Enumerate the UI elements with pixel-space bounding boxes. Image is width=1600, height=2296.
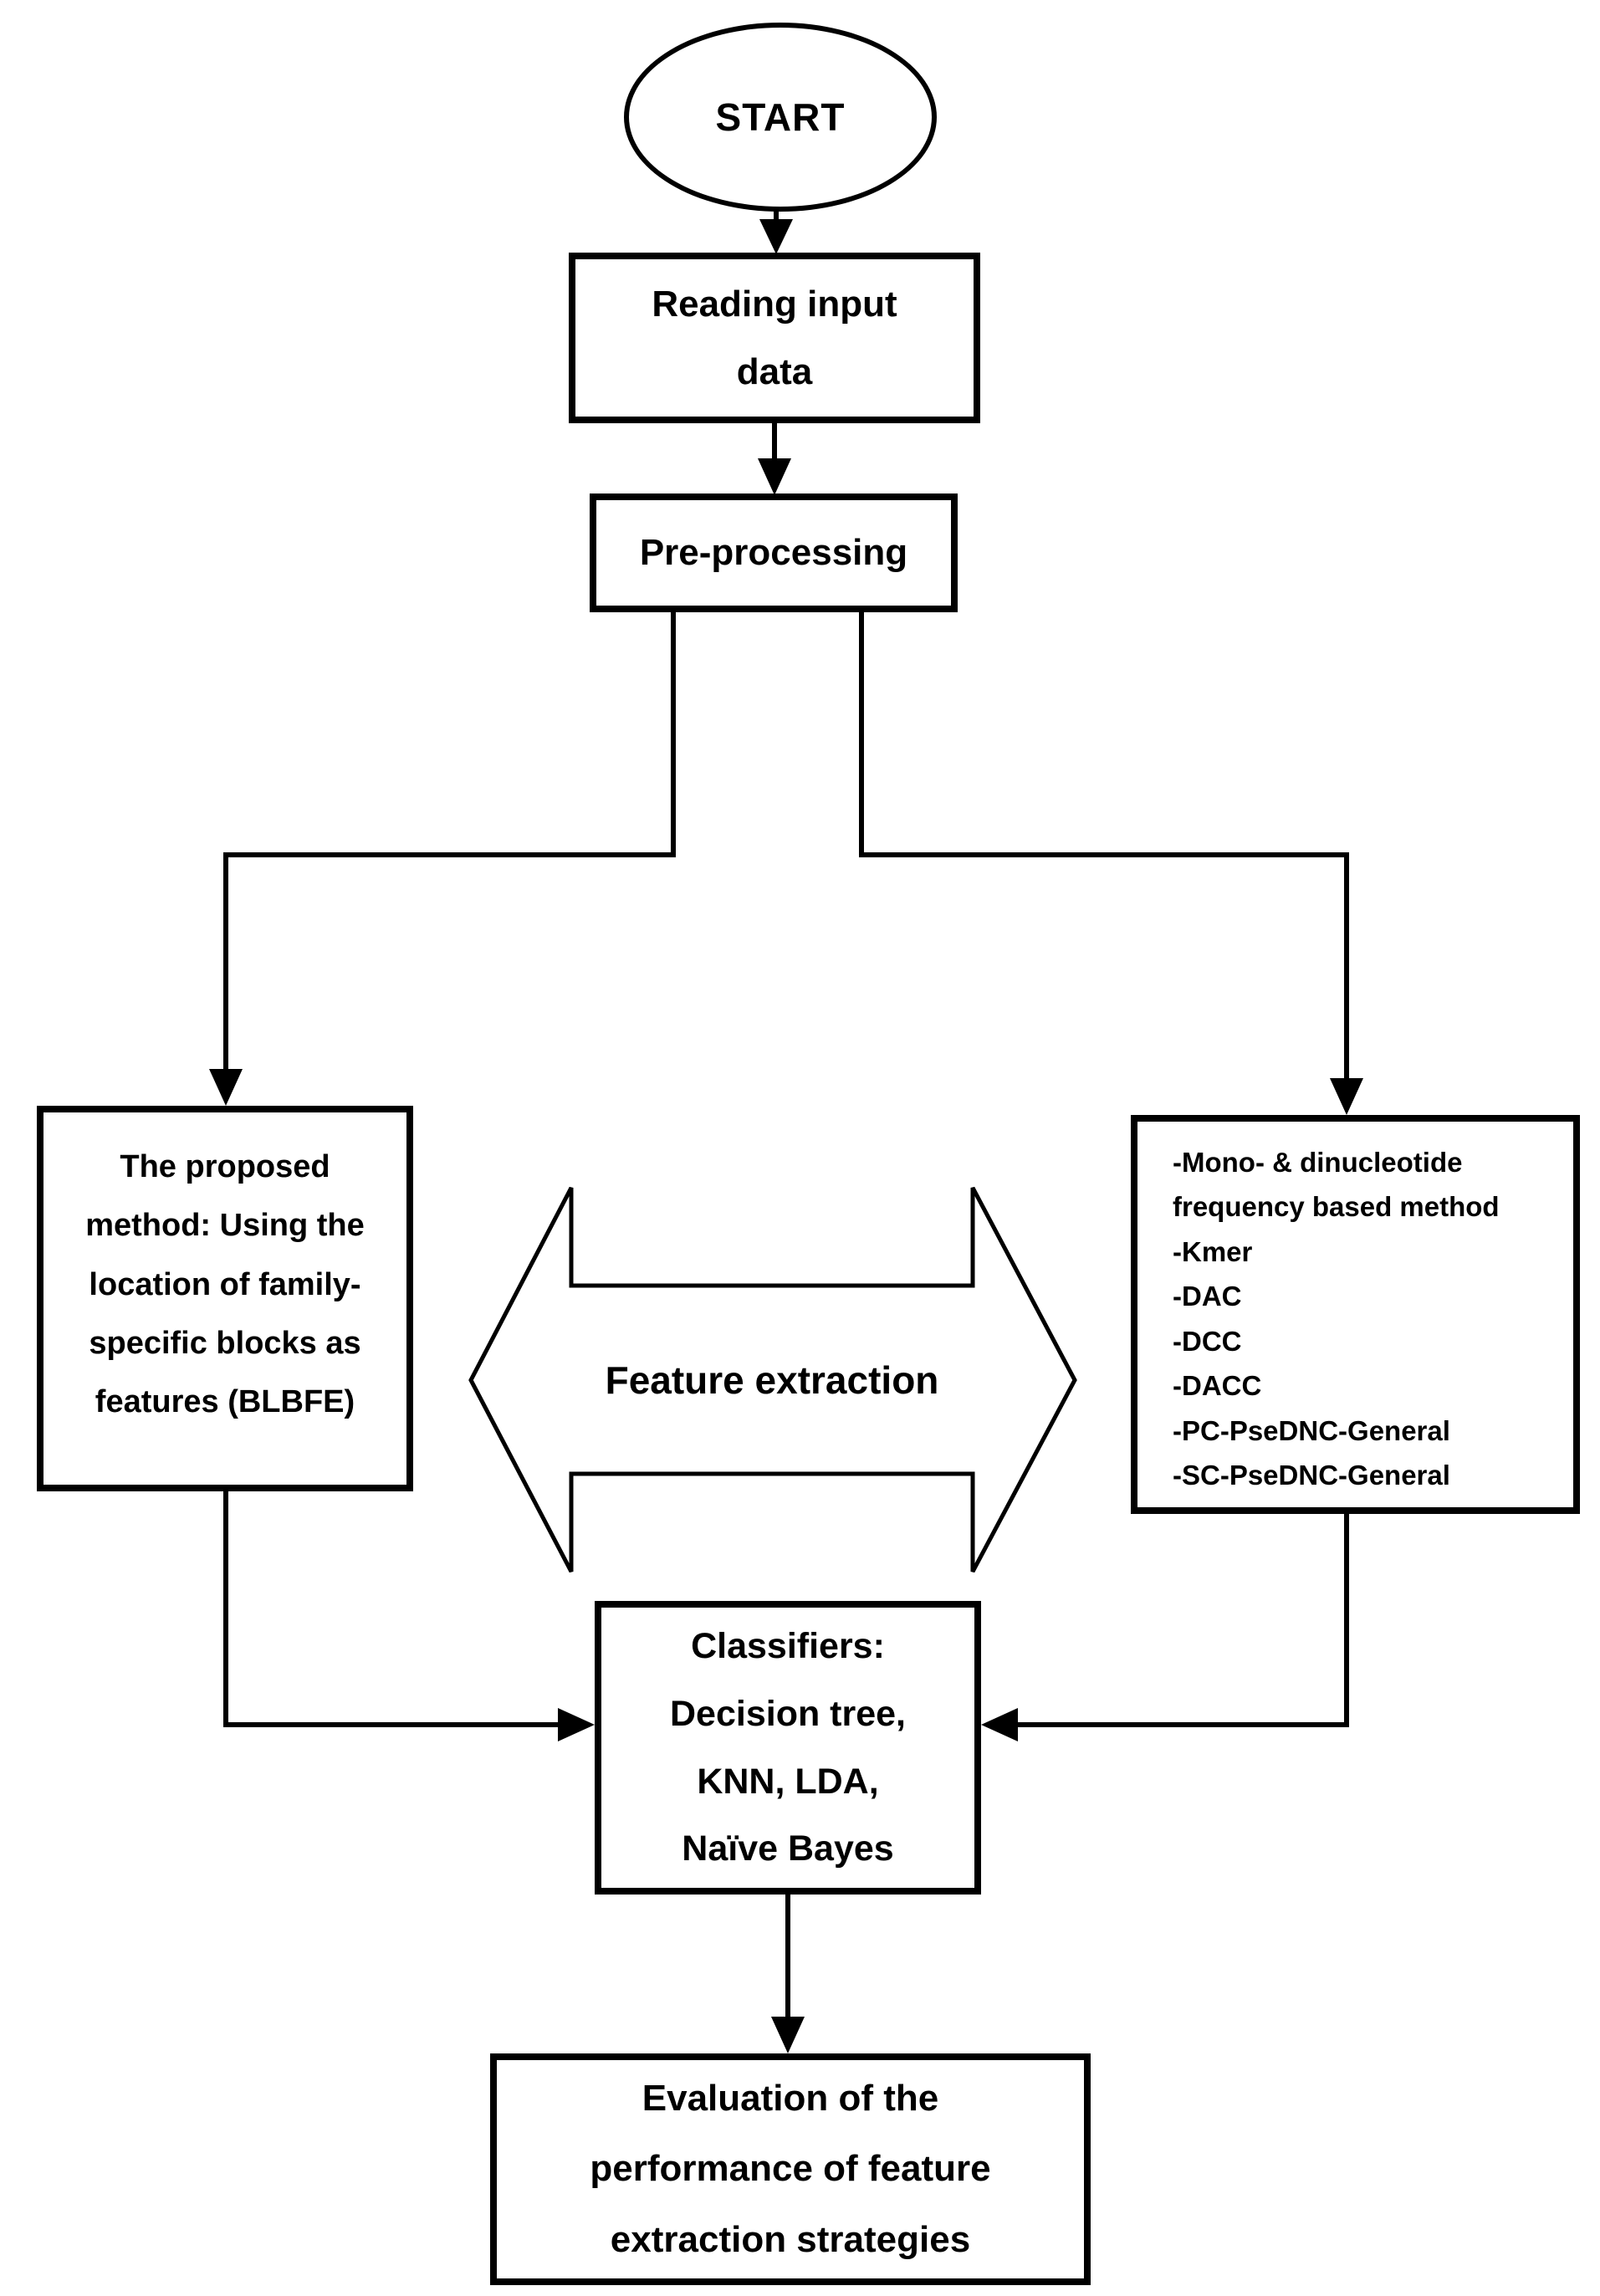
arrowhead-icon [558,1708,595,1741]
preprocessing-box: Pre-processing [590,493,958,612]
connector-line [223,1491,561,1727]
arrowhead-icon [759,219,793,254]
reading-input-box: Reading input data [569,253,980,423]
arrowhead-icon [209,1069,243,1106]
classifiers-label: Classifiers: Decision tree, KNN, LDA, Na… [670,1625,906,1869]
connector-start-to-reading [759,209,793,254]
arrowhead-icon [771,2017,805,2053]
connector-features-to-classifiers [981,1514,1349,1741]
connector-proposed-to-classifiers [223,1491,595,1741]
evaluation-box: Evaluation of the performance of feature… [490,2053,1091,2285]
start-terminator: START [624,23,937,212]
connector-preprocessing-to-proposed [209,612,676,1106]
feature-extraction-label: Feature extraction [605,1358,939,1402]
arrowhead-icon [1330,1078,1363,1115]
feature-methods-box: -Mono- & dinucleotide frequency based me… [1131,1115,1580,1514]
connector-line [1015,1514,1349,1727]
classifiers-box: Classifiers: Decision tree, KNN, LDA, Na… [595,1601,981,1895]
feature-extraction-arrow: Feature extraction [571,1286,973,1474]
connector-reading-to-preprocessing [758,423,791,495]
connector-classifiers-to-evaluation [771,1895,805,2053]
preprocessing-label: Pre-processing [639,532,908,574]
proposed-method-label: The proposed method: Using the location … [85,1149,365,1420]
reading-input-label: Reading input data [652,283,897,392]
arrowhead-icon [981,1708,1018,1741]
connector-line [859,612,1349,1082]
feature-methods-label: -Mono- & dinucleotide frequency based me… [1173,1147,1500,1491]
feature-extraction-double-arrow-shape [468,1186,1077,1573]
connector-preprocessing-to-features [859,612,1363,1115]
arrowhead-icon [758,458,791,495]
proposed-method-box: The proposed method: Using the location … [37,1106,413,1491]
start-label: START [715,95,846,139]
connector-line [223,612,676,1072]
evaluation-label: Evaluation of the performance of feature… [590,2077,991,2260]
